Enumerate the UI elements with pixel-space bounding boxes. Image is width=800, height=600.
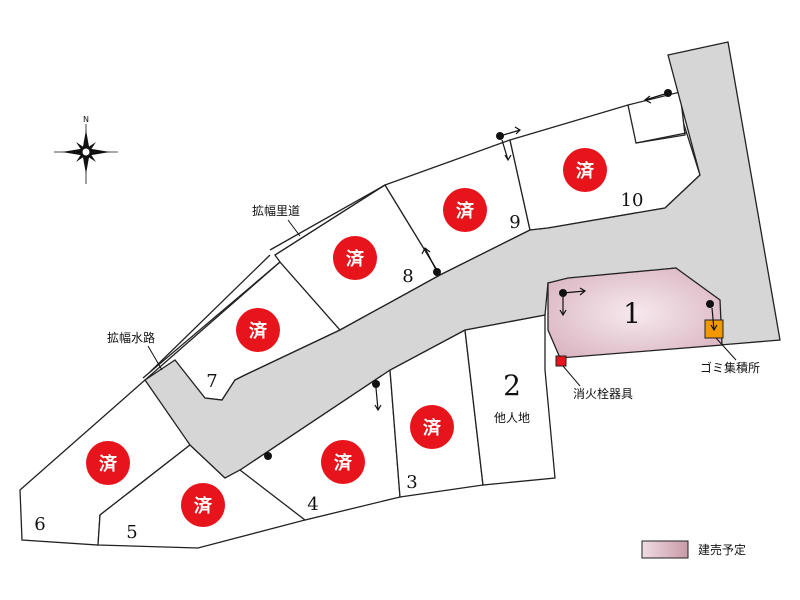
sold-mark-3: 済 xyxy=(410,405,454,449)
svg-text:済: 済 xyxy=(249,320,268,342)
sold-mark-7: 済 xyxy=(236,308,280,352)
legend: 建売予定 xyxy=(641,540,746,559)
svg-text:済: 済 xyxy=(334,452,353,474)
lot-6-number: 6 xyxy=(34,514,45,535)
svg-text:済: 済 xyxy=(423,417,442,439)
lot-2-sublabel: 他人地 xyxy=(494,411,530,425)
access-point-9 xyxy=(496,126,521,162)
compass-north-label: N xyxy=(83,115,89,124)
fire-hydrant-marker xyxy=(555,355,567,367)
widened-waterway-label: 拡幅水路 xyxy=(107,330,155,345)
access-point-3 xyxy=(372,380,382,412)
lot-3-number: 3 xyxy=(406,472,417,493)
sold-mark-4: 済 xyxy=(321,440,365,484)
access-point-4 xyxy=(264,452,272,460)
lot-10-rear xyxy=(627,91,686,144)
lot-8-number: 8 xyxy=(402,266,413,287)
lot-5-number: 5 xyxy=(126,522,137,543)
garbage-station-label: ゴミ集積所 xyxy=(700,360,760,375)
access-point-1-east xyxy=(706,300,718,332)
sold-mark-9: 済 xyxy=(443,188,487,232)
access-point-1 xyxy=(559,287,587,317)
sold-mark-10: 済 xyxy=(563,148,607,192)
compass-rose-icon: N xyxy=(54,115,118,184)
legend-swatch xyxy=(641,540,689,559)
access-point-10 xyxy=(643,89,672,104)
lot-7-number: 7 xyxy=(206,371,217,392)
sold-mark-8: 済 xyxy=(333,236,377,280)
access-point-8 xyxy=(421,247,441,276)
fire-hydrant-label: 消火栓器具 xyxy=(573,386,633,401)
svg-text:済: 済 xyxy=(346,248,365,270)
legend-label: 建売予定 xyxy=(698,542,746,557)
lot-9-number: 9 xyxy=(509,212,520,233)
svg-text:済: 済 xyxy=(456,200,475,222)
svg-text:済: 済 xyxy=(576,160,595,182)
svg-text:済: 済 xyxy=(194,495,213,517)
lot-1-number: 1 xyxy=(623,297,641,330)
svg-text:済: 済 xyxy=(99,453,118,475)
widened-lane-label: 拡幅里道 xyxy=(252,203,300,218)
sold-mark-5: 済 xyxy=(181,483,225,527)
sold-mark-6: 済 xyxy=(86,441,130,485)
lot-4-number: 4 xyxy=(307,494,318,515)
lot-10-number: 10 xyxy=(621,190,644,211)
lot-2-number: 2 xyxy=(503,369,521,402)
